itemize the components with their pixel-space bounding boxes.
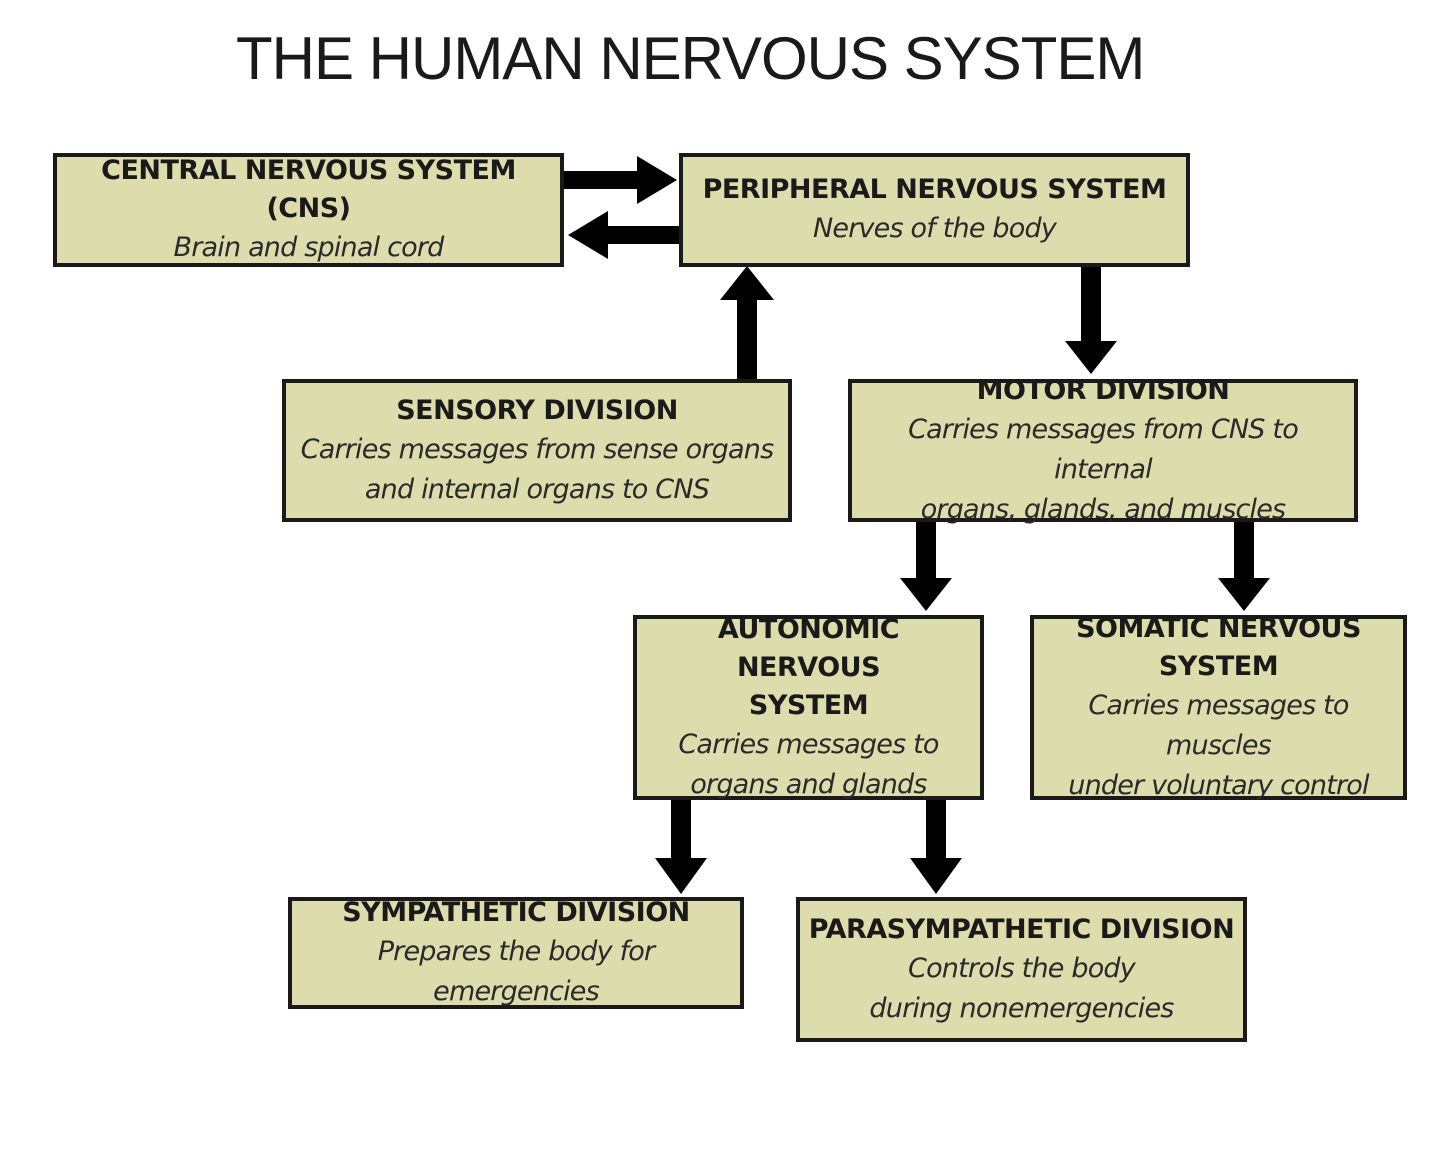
node-central-nervous-system: CENTRAL NERVOUS SYSTEM (CNS) Brain and s… <box>53 153 564 267</box>
node-somatic-nervous-system: SOMATIC NERVOUS SYSTEM Carries messages … <box>1030 613 1407 801</box>
arrow-cns-to-pns <box>563 156 677 204</box>
node-heading: SYMPATHETIC DIVISION <box>342 897 690 928</box>
node-description: Controls the body during nonemergencies <box>869 952 1174 1024</box>
node-heading: AUTONOMIC NERVOUS SYSTEM <box>717 613 900 721</box>
arrow-sensory-to-pns <box>720 266 774 381</box>
arrow-autonomic-to-sympathetic <box>655 798 707 894</box>
node-description: Carries messages from CNS to internal or… <box>908 413 1299 525</box>
arrow-pns-to-cns <box>568 211 682 259</box>
node-heading: MOTOR DIVISION <box>976 374 1230 406</box>
node-heading: PERIPHERAL NERVOUS SYSTEM <box>702 174 1167 205</box>
arrow-pns-to-motor <box>1065 265 1117 374</box>
node-sensory-division: SENSORY DIVISION Carries messages from s… <box>282 379 792 522</box>
node-description: Carries messages to organs and glands <box>678 728 939 800</box>
node-description: Prepares the body for emergencies <box>377 936 655 1007</box>
arrow-motor-to-autonomic <box>900 520 952 611</box>
node-peripheral-nervous-system: PERIPHERAL NERVOUS SYSTEM Nerves of the … <box>679 153 1190 267</box>
node-heading: CENTRAL NERVOUS SYSTEM (CNS) <box>101 155 516 224</box>
node-description: Carries messages to muscles under volunt… <box>1068 689 1369 801</box>
node-description: Carries messages from sense organs and i… <box>300 433 775 505</box>
node-description: Nerves of the body <box>812 213 1057 244</box>
node-heading: SOMATIC NERVOUS SYSTEM <box>1076 612 1361 682</box>
node-heading: PARASYMPATHETIC DIVISION <box>808 913 1235 945</box>
arrow-autonomic-to-parasympathetic <box>910 798 962 894</box>
node-description: Brain and spinal cord <box>173 232 445 263</box>
node-autonomic-nervous-system: AUTONOMIC NERVOUS SYSTEM Carries message… <box>633 614 984 800</box>
node-parasympathetic-division: PARASYMPATHETIC DIVISION Controls the bo… <box>796 897 1247 1042</box>
node-heading: SENSORY DIVISION <box>396 394 678 426</box>
arrow-motor-to-somatic <box>1218 520 1270 611</box>
node-sympathetic-division: SYMPATHETIC DIVISION Prepares the body f… <box>288 897 744 1009</box>
diagram-title: THE HUMAN NERVOUS SYSTEM <box>236 25 1145 92</box>
node-motor-division: MOTOR DIVISION Carries messages from CNS… <box>848 375 1358 525</box>
